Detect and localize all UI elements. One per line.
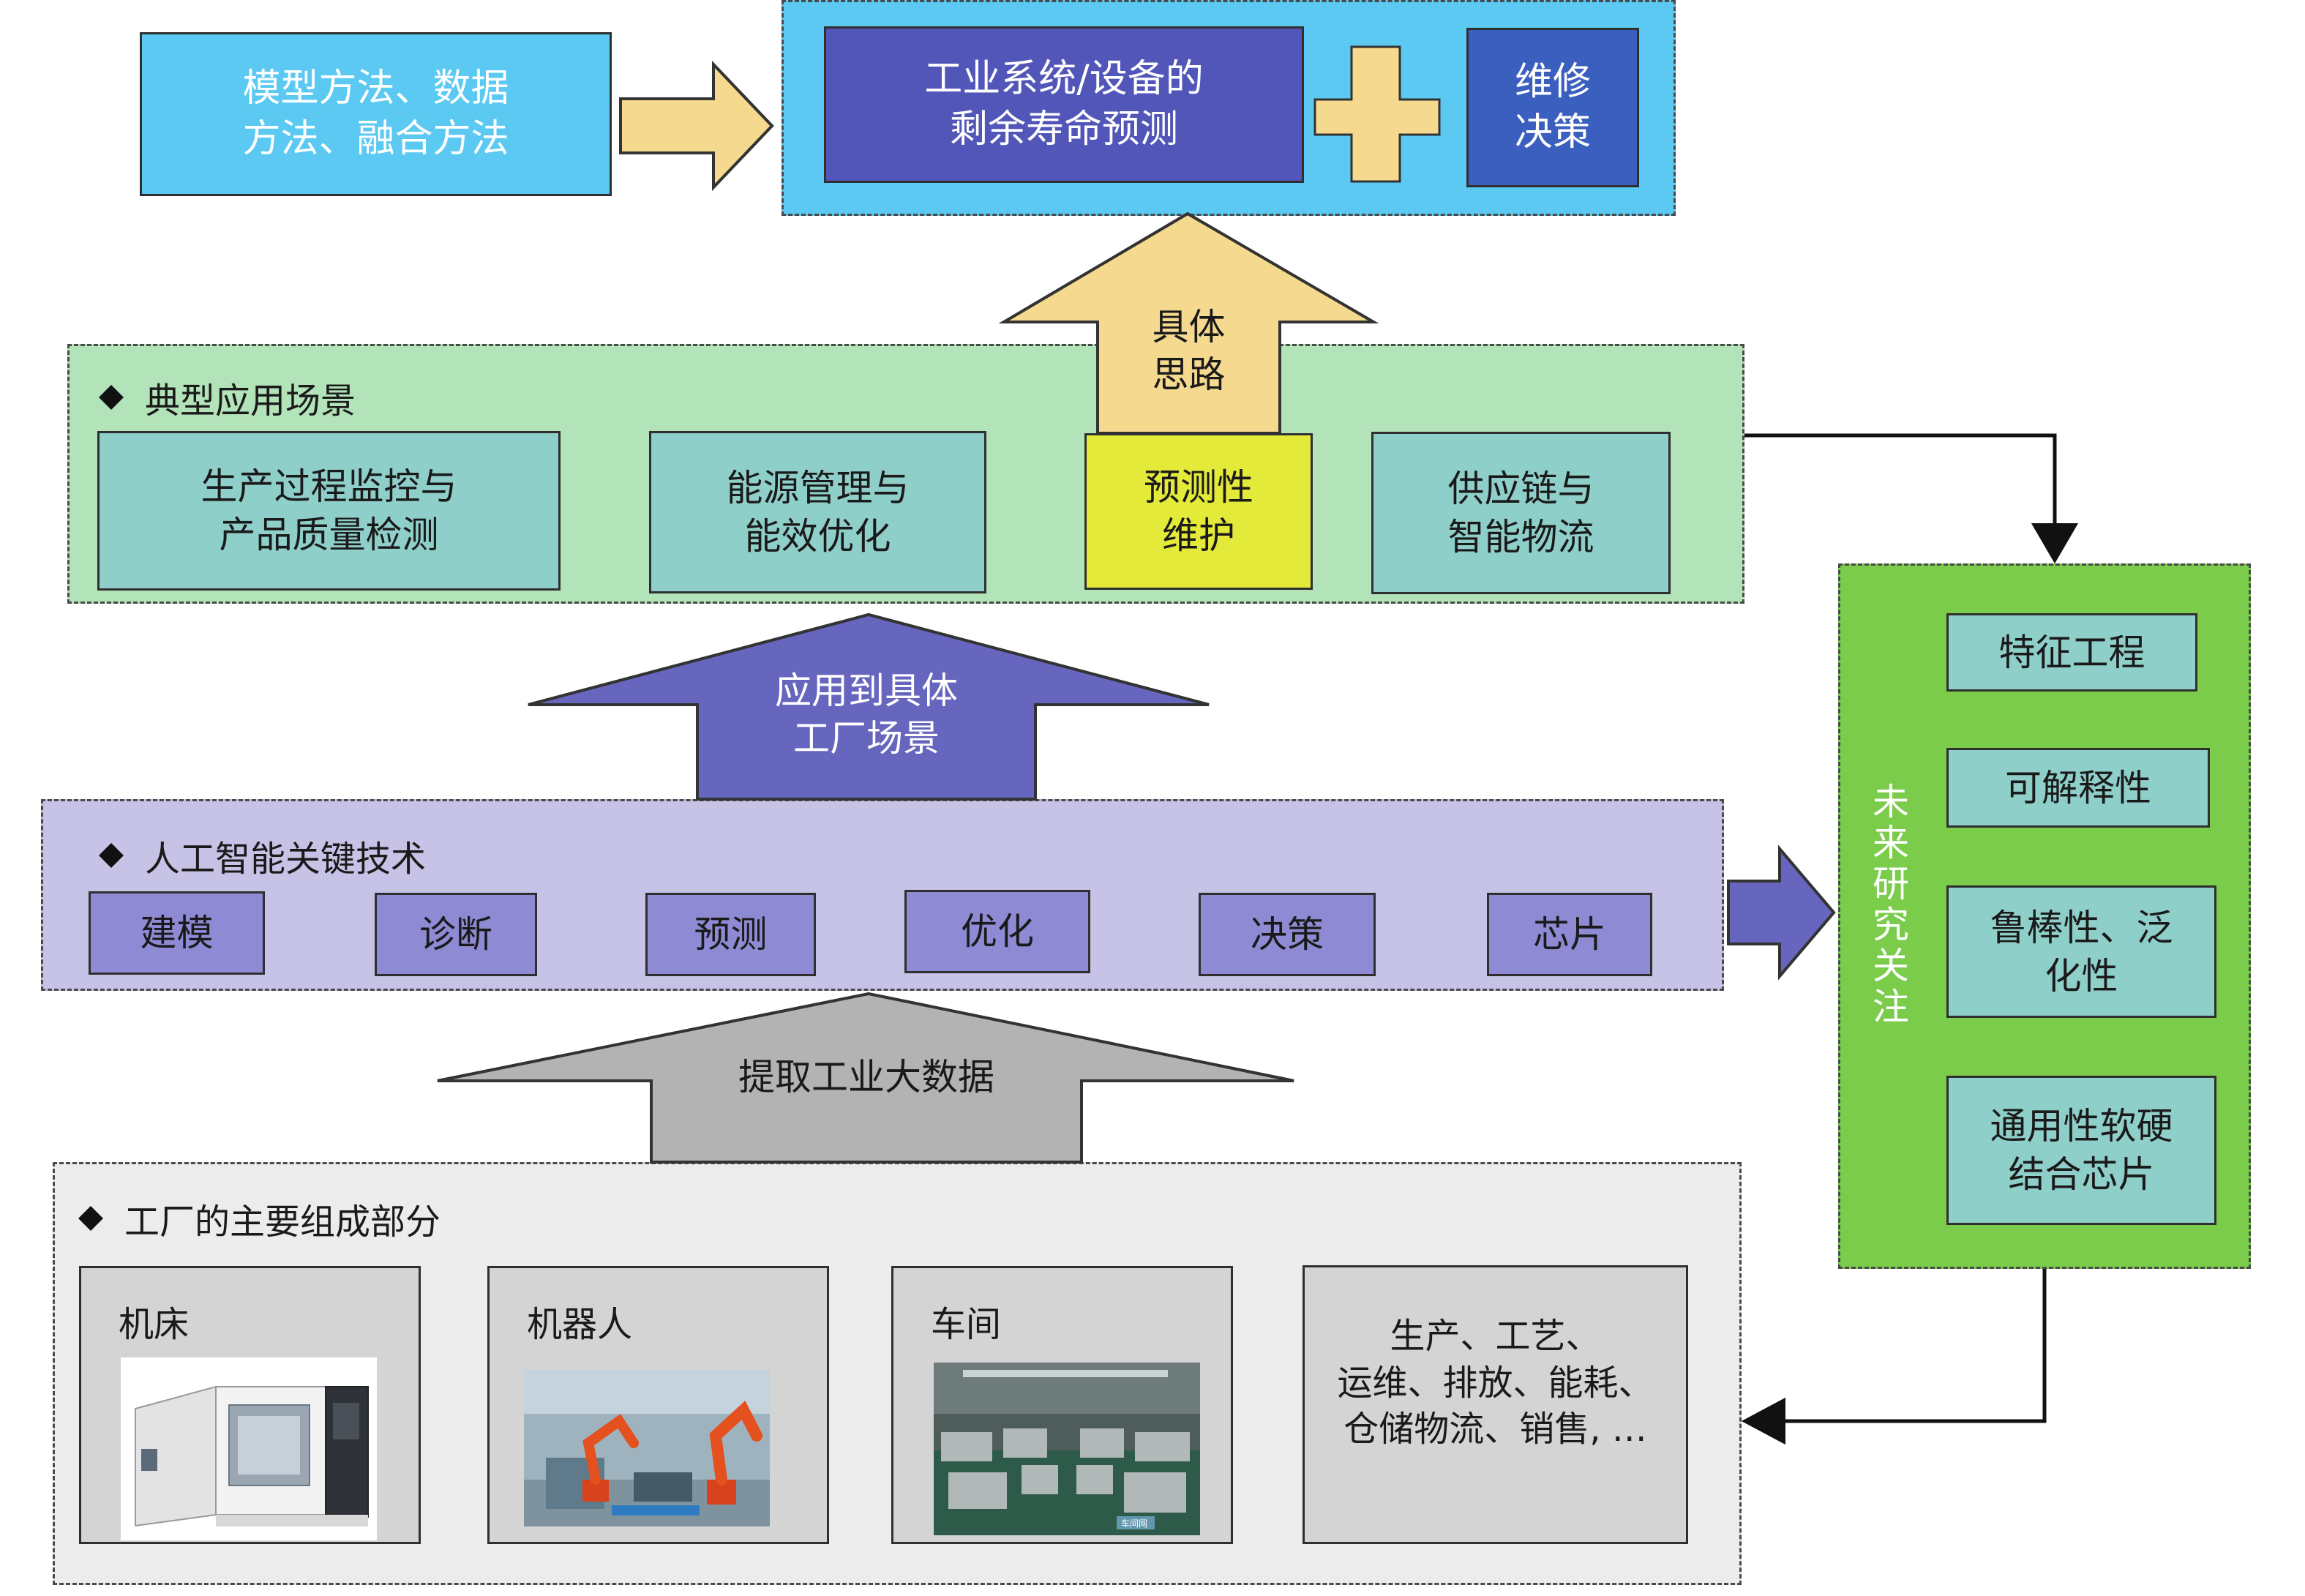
factory-title: 工厂的主要组成部分 bbox=[78, 1193, 441, 1244]
concrete-arrow-label: 具体 思路 bbox=[1152, 306, 1226, 396]
scenario-supply-chain: 供应链与 智能物流 bbox=[1371, 432, 1671, 594]
ai-tech-decision: 决策 bbox=[1199, 893, 1376, 976]
rul-prediction-box: 工业系统/设备的 剩余寿命预测 bbox=[824, 26, 1304, 183]
methods-box: 模型方法、数据 方法、融合方法 bbox=[140, 32, 612, 196]
ai-tech-modeling: 建模 bbox=[89, 891, 265, 975]
ai-tech-title: 人工智能关键技术 bbox=[99, 830, 426, 881]
plus-icon bbox=[619, 45, 1441, 191]
robot-photo bbox=[524, 1370, 770, 1526]
scenario-predictive-maintenance: 预测性 维护 bbox=[1084, 433, 1313, 590]
future-research-title: 未来研究关注 bbox=[1873, 781, 1909, 1028]
ai-tech-prediction: 预测 bbox=[645, 893, 816, 976]
future-hw-sw-chip: 通用性软硬 结合芯片 bbox=[1946, 1076, 2216, 1225]
concrete-arrow-overlay bbox=[998, 211, 1379, 435]
workshop-label: 车间 bbox=[931, 1304, 1002, 1345]
scenario-energy-management: 能源管理与 能效优化 bbox=[649, 431, 986, 593]
workshop-watermark: 车间网 bbox=[1121, 1518, 1147, 1529]
workshop-photo: 车间网 bbox=[934, 1363, 1200, 1535]
apply-arrow-label-front: 应用到具体 工厂场景 bbox=[775, 670, 958, 760]
future-interpretability: 可解释性 bbox=[1946, 748, 2210, 828]
maintenance-decision-box: 维修 决策 bbox=[1466, 28, 1639, 187]
future-robustness: 鲁棒性、泛 化性 bbox=[1946, 885, 2216, 1018]
scenarios-title: 典型应用场景 bbox=[99, 372, 356, 423]
scenario-production-monitoring: 生产过程监控与 产品质量检测 bbox=[97, 431, 561, 591]
factory-other-components: 生产、工艺、 运维、排放、能耗、 仓储物流、销售, … bbox=[1303, 1265, 1688, 1544]
ai-tech-diagnosis: 诊断 bbox=[375, 893, 537, 976]
machine-tool-label: 机床 bbox=[119, 1304, 190, 1345]
ai-tech-optimization: 优化 bbox=[904, 890, 1090, 973]
future-feature-engineering: 特征工程 bbox=[1946, 613, 2197, 692]
extract-arrow-label-front: 提取工业大数据 bbox=[738, 1056, 994, 1098]
robot-label: 机器人 bbox=[527, 1304, 633, 1345]
machine-tool-photo bbox=[121, 1357, 377, 1540]
ai-tech-chip: 芯片 bbox=[1487, 893, 1652, 976]
